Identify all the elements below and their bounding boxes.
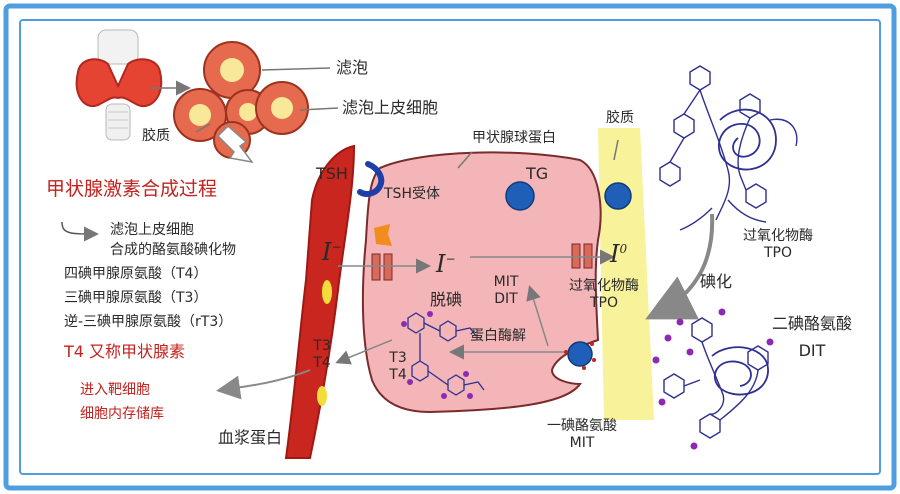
iodine-dots-endosome (564, 342, 596, 370)
inner-frame (19, 19, 881, 475)
mit-dit-recycle-arrow (526, 285, 549, 347)
deiodination-label: 脱碘 (430, 290, 463, 309)
dit-name: 二碘酪氨酸 (771, 314, 852, 333)
summary-highlight: T4 又称甲状腺素 (64, 342, 186, 361)
epithelial-pointer (299, 107, 339, 111)
endocytosis-blob (567, 341, 593, 367)
iodide-mid-symbol: I (436, 250, 446, 278)
iodide-left-symbol: I (322, 238, 332, 266)
iodide-label-left: I− (322, 238, 342, 267)
rbc-1 (322, 280, 332, 304)
iodine-dots-right (652, 308, 774, 450)
colloid-label-left: 胶质 (142, 128, 170, 144)
target-line-2: 细胞内存储库 (80, 406, 164, 422)
iodide-mid-sup: − (445, 252, 456, 266)
mit-abbr: MIT (569, 434, 595, 451)
mit-label: 一碘酪氨酸 MIT (530, 418, 634, 452)
iodine-zero-sup: 0 (619, 242, 628, 256)
rbc-2 (317, 386, 327, 406)
iodine-zero-symbol: I (610, 240, 620, 268)
iodide-label-mid: I− (436, 250, 456, 279)
summary-arrow (61, 221, 99, 242)
t4-cell: T4 (389, 366, 407, 383)
peroxidase-cell-label: 过氧化物酶 TPO (548, 278, 660, 312)
orange-transporter-icon (374, 224, 392, 246)
thyroid-gland-icon (75, 29, 163, 141)
mit-name: 一碘酪氨酸 (547, 418, 617, 434)
mit-line: MIT (493, 274, 519, 290)
iodination-label: 碘化 (700, 272, 733, 291)
summary-line-4: 三碘甲腺原氨酸（T3） (64, 290, 208, 306)
peroxidase-top-abbr: TPO (763, 244, 792, 261)
peroxidase-top-label: 过氧化物酶 TPO (714, 228, 842, 262)
blood-vessel (284, 144, 356, 459)
tsh-label: TSH (316, 164, 348, 183)
colloid-label-right: 胶质 (606, 110, 634, 126)
channel-left-icon (371, 253, 393, 281)
iodide-left-sup: − (331, 240, 342, 254)
dit-line: DIT (494, 290, 518, 307)
thyroglobulin-label: 甲状腺球蛋白 (472, 130, 556, 146)
t3t4-molecule-icon (407, 312, 485, 396)
hollow-arrow (216, 124, 254, 164)
follicular-cell (361, 151, 602, 414)
t3-vessel: T3 (313, 338, 331, 354)
iodination-arrow (645, 213, 715, 320)
follicle-pointer (261, 67, 331, 71)
colloid-pointer-right (613, 139, 619, 161)
t3t4-cell-label: T3 T4 (384, 350, 412, 384)
summary-line-5: 逆-三碘甲腺原氨酸（rT3） (64, 314, 233, 330)
iodine-dots-cell (401, 311, 473, 399)
tg-blob (505, 181, 535, 211)
dit-abbr: DIT (798, 341, 826, 361)
follicle-label: 滤泡 (336, 58, 369, 77)
tsh-receptor-label: TSH受体 (384, 186, 440, 202)
colloid-blob (604, 182, 632, 210)
thyroglobulin-pointer (457, 151, 473, 169)
t4-vessel: T4 (313, 354, 331, 371)
mit-dit-label: MIT DIT (486, 274, 526, 308)
protease-label: 蛋白酶解 (470, 328, 526, 344)
summary-line-2: 合成的酪氨酸碘化物 (110, 242, 236, 258)
peroxidase-cell-name: 过氧化物酶 (569, 278, 639, 294)
colloid-band (598, 128, 654, 420)
colloid-pointer-left (195, 123, 211, 133)
dit-label: 二碘酪氨酸 DIT (748, 314, 876, 360)
tg-label: TG (526, 164, 549, 183)
t3-cell: T3 (389, 350, 407, 366)
target-cell-arrow (216, 369, 311, 400)
dit-molecule-icon (663, 317, 769, 439)
summary-line-1: 滤泡上皮细胞 (110, 222, 194, 238)
iodine-zero-label: I0 (610, 240, 627, 269)
t3t4-release-arrow (335, 339, 393, 365)
summary-line-3: 四碘甲腺原氨酸（T4） (64, 266, 208, 282)
tsh-receptor-icon (357, 161, 385, 197)
outer-frame (3, 3, 897, 491)
summary-title: 甲状腺激素合成过程 (46, 178, 218, 200)
peroxidase-cell-abbr: TPO (589, 294, 618, 311)
thyroglobulin-molecule-top-icon (659, 65, 798, 231)
t3t4-vessel-label: T3 T4 (308, 338, 336, 372)
epithelial-cell-label: 滤泡上皮细胞 (342, 98, 439, 117)
peroxidase-top-name: 过氧化物酶 (743, 228, 813, 244)
target-line-1: 进入靶细胞 (80, 382, 150, 398)
plasma-protein-label: 血浆蛋白 (218, 428, 283, 447)
channel-right-icon (571, 243, 593, 269)
